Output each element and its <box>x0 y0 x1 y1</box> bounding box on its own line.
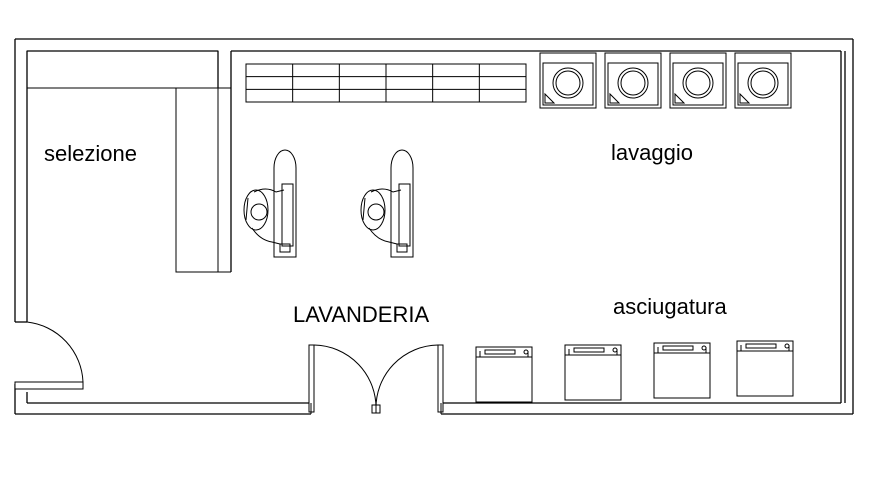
walls <box>14 38 854 415</box>
washing-machine <box>669 52 727 109</box>
dryer <box>475 346 533 403</box>
ironing-station <box>360 149 414 258</box>
iron-icon <box>279 243 291 253</box>
plan-title: LAVANDERIA <box>293 302 429 327</box>
washing-machines <box>539 52 792 109</box>
iron-icon <box>396 243 408 253</box>
washing-machine <box>734 52 792 109</box>
ironing-station <box>243 149 297 258</box>
washing-machine <box>539 52 597 109</box>
shelving-unit <box>245 63 527 103</box>
ironing-board <box>390 149 414 258</box>
label-asciugatura: asciugatura <box>613 294 728 319</box>
dryer <box>653 342 711 399</box>
dryer <box>564 344 622 401</box>
dryer <box>736 340 794 397</box>
label-lavaggio: lavaggio <box>611 140 693 165</box>
selection-counter <box>26 50 231 273</box>
side-door <box>14 321 84 390</box>
washing-machine <box>604 52 662 109</box>
label-selezione: selezione <box>44 141 137 166</box>
main-double-door <box>308 344 444 414</box>
person-icon <box>360 188 402 245</box>
person-icon <box>243 188 285 245</box>
ironing-stations <box>243 149 414 258</box>
ironing-board <box>273 149 297 258</box>
dryers <box>475 340 794 403</box>
